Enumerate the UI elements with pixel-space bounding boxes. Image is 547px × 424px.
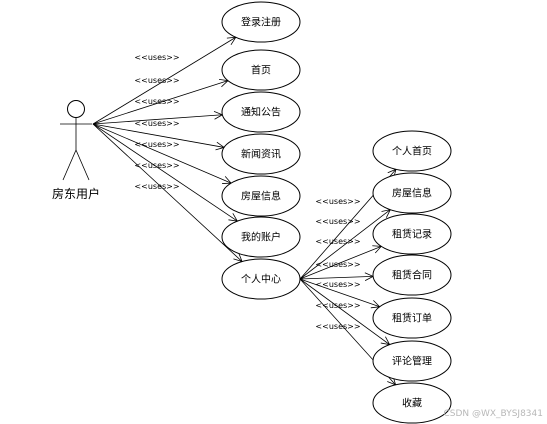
use-case-account[interactable]: 我的账户: [221, 216, 301, 258]
use-case-personal-home[interactable]: 个人首页: [372, 130, 452, 172]
center-line-house-info: [299, 209, 391, 280]
center-line-comment: [299, 278, 390, 345]
stereotype-label: <<uses>>: [134, 119, 179, 128]
use-case-label: 我的账户: [241, 231, 281, 244]
use-case-rent-contract[interactable]: 租赁合同: [372, 254, 452, 296]
use-case-ellipse[interactable]: [221, 49, 301, 91]
watermark: CSDN @WX_BYSJ8341: [443, 409, 543, 419]
use-case-ellipse[interactable]: [221, 216, 301, 258]
use-case-ellipse[interactable]: [221, 133, 301, 175]
stereotype-label: <<uses>>: [315, 197, 360, 206]
stereotype-label: <<uses>>: [315, 237, 360, 246]
stereotype-label: <<uses>>: [315, 301, 360, 310]
use-case-ellipse[interactable]: [372, 340, 452, 382]
center-line-rent-contract: [299, 275, 374, 280]
stereotype-label: <<uses>>: [134, 140, 179, 149]
use-case-center[interactable]: 个人中心: [221, 258, 301, 300]
use-case-label: 租赁记录: [392, 228, 432, 241]
actor-line-account: [92, 123, 238, 222]
association-lines: <<uses>> <<uses>> <<uses>> <<uses>> <<uses>>…: [92, 36, 397, 386]
stereotype-label: <<uses>>: [315, 260, 360, 269]
stereotype-label: <<uses>>: [315, 217, 360, 226]
stereotype-label: <<uses>>: [315, 280, 360, 289]
actor-line-notice: [92, 114, 223, 125]
use-case-rent-order[interactable]: 租赁订单: [372, 297, 452, 339]
use-case-home[interactable]: 首页: [221, 49, 301, 91]
use-case-label: 房屋信息: [392, 187, 432, 200]
use-case-label: 新闻资讯: [241, 148, 281, 161]
use-case-rent-record[interactable]: 租赁记录: [372, 213, 452, 255]
stereotype-label: <<uses>>: [315, 322, 360, 331]
actor-head: [67, 100, 85, 118]
stereotype-label: <<uses>>: [134, 97, 179, 106]
stereotype-label: <<uses>>: [134, 161, 179, 170]
use-case-label: 登录注册: [241, 16, 281, 29]
actor-label: 房东用户: [52, 186, 100, 201]
center-line-rent-record: [299, 245, 382, 280]
use-case-label: 租赁订单: [392, 312, 432, 325]
use-case-ellipse[interactable]: [221, 91, 301, 133]
use-case-house[interactable]: 房屋信息: [221, 175, 301, 217]
actor-figure: [60, 100, 92, 181]
use-case-ellipse[interactable]: [372, 297, 452, 339]
use-case-ellipse[interactable]: [372, 213, 452, 255]
actor-line-news: [92, 123, 225, 148]
use-case-label: 通知公告: [241, 106, 281, 119]
use-case-login[interactable]: 登录注册: [221, 1, 301, 43]
use-case-ellipse[interactable]: [372, 382, 452, 424]
use-case-label: 首页: [251, 64, 271, 77]
use-case-ellipse[interactable]: [221, 258, 301, 300]
use-case-ellipse[interactable]: [372, 130, 452, 172]
use-case-label: 个人中心: [241, 273, 281, 286]
actor-line-house: [92, 123, 232, 184]
use-case-favorite[interactable]: 收藏: [372, 382, 452, 424]
stereotype-label: <<uses>>: [134, 182, 179, 191]
actor-line-login: [92, 36, 237, 125]
use-case-label: 房屋信息: [241, 190, 281, 203]
stereotype-label: <<uses>>: [134, 76, 179, 85]
use-case-notice[interactable]: 通知公告: [221, 91, 301, 133]
use-case-ellipse[interactable]: [221, 1, 301, 43]
use-case-house-info[interactable]: 房屋信息: [372, 172, 452, 214]
center-line-rent-order: [299, 278, 380, 308]
use-case-ellipse[interactable]: [372, 254, 452, 296]
actor-left-leg: [62, 149, 77, 181]
stereotype-label: <<uses>>: [134, 53, 179, 62]
actor-line-center: [92, 123, 243, 262]
use-case-label: 租赁合同: [392, 269, 432, 282]
use-case-news[interactable]: 新闻资讯: [221, 133, 301, 175]
use-case-label: 个人首页: [392, 145, 432, 158]
use-case-ellipse[interactable]: [372, 172, 452, 214]
use-case-label: 评论管理: [392, 355, 432, 368]
use-case-ellipse[interactable]: [221, 175, 301, 217]
actor-line-home: [92, 80, 229, 125]
use-case-label: 收藏: [402, 397, 422, 410]
actor-right-leg: [75, 149, 90, 181]
use-case-comment[interactable]: 评论管理: [372, 340, 452, 382]
